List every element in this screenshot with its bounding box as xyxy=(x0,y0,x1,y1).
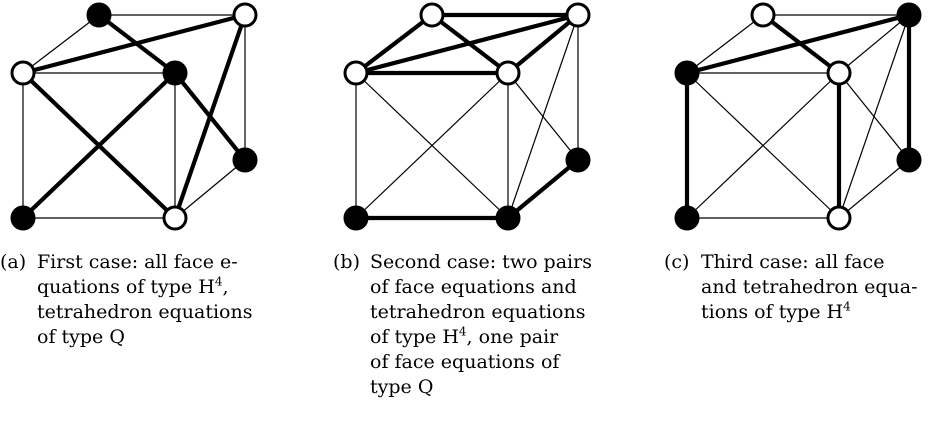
vertex-filled xyxy=(343,205,369,231)
thin-edges-c xyxy=(686,14,910,219)
caption-line: Third case: all face xyxy=(701,251,885,273)
vertex-open xyxy=(565,2,591,28)
vertex-filled xyxy=(565,147,591,173)
vertex-filled xyxy=(674,60,700,86)
vertex-open xyxy=(750,2,776,28)
caption-line: tetrahedron equations xyxy=(370,301,586,323)
caption-line: of face equations of xyxy=(370,351,560,373)
vertex-open xyxy=(10,60,36,86)
caption-line: of type Q xyxy=(37,326,125,348)
caption-label: (c) xyxy=(664,251,690,273)
cube-diagram-c xyxy=(674,2,922,231)
vertex-filled xyxy=(896,147,922,173)
thick-edges-a xyxy=(20,12,248,221)
vertex-open xyxy=(343,60,369,86)
vertex-open xyxy=(495,60,521,86)
cube-diagram-a xyxy=(10,2,258,231)
caption-label: (b) xyxy=(333,251,360,273)
vertex-filled xyxy=(495,205,521,231)
caption-line: Second case: two pairs xyxy=(370,251,592,273)
vertex-open xyxy=(826,205,852,231)
vertex-filled xyxy=(86,2,112,28)
thick-edges-b xyxy=(353,12,581,221)
cube-diagram-b xyxy=(343,2,591,231)
vertex-open xyxy=(419,2,445,28)
vertex-open xyxy=(162,205,188,231)
vertex-filled xyxy=(10,205,36,231)
thin-edges-a xyxy=(22,14,246,219)
caption-line: and tetrahedron equa- xyxy=(701,276,918,298)
caption-line: tetrahedron equations xyxy=(37,301,253,323)
vertex-open xyxy=(826,60,852,86)
caption-line: quations of type H4, xyxy=(37,274,229,298)
caption-line: tions of type H4 xyxy=(701,299,851,323)
vertex-filled xyxy=(674,205,700,231)
vertex-filled xyxy=(896,2,922,28)
vertex-filled xyxy=(232,147,258,173)
caption-line: type Q xyxy=(370,376,434,398)
caption-label: (a) xyxy=(0,251,27,273)
thick-edges-c xyxy=(684,12,912,221)
thin-edges-b xyxy=(355,14,579,219)
vertex-open xyxy=(232,2,258,28)
vertex-filled xyxy=(162,60,188,86)
caption-line: of type H4, one pair xyxy=(370,324,559,348)
caption-line: of face equations and xyxy=(370,276,577,298)
caption-line: First case: all face e- xyxy=(37,251,238,273)
